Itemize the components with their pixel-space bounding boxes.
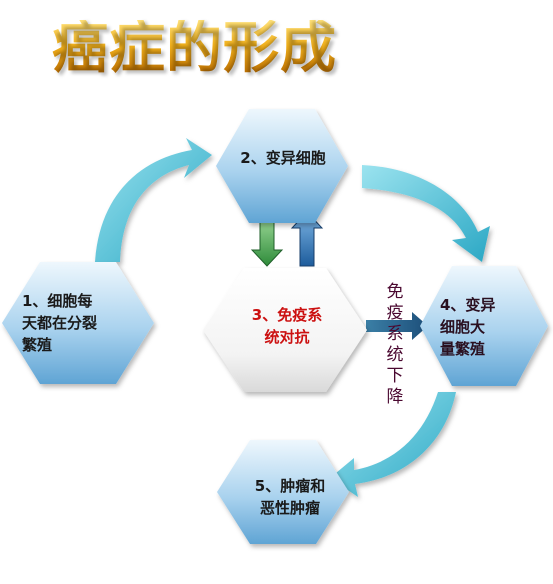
hex-node-4 <box>420 266 548 386</box>
node-5-line: 5、肿瘤和 <box>254 477 326 495</box>
arrow-4-to-5 <box>330 392 456 497</box>
node-3-label: 3、免疫系 统对抗 <box>232 304 342 348</box>
hex-node-5 <box>217 440 349 544</box>
node-2-line: 2、变异细胞 <box>240 149 326 167</box>
hex-node-3 <box>203 268 367 392</box>
node-5-label: 5、肿瘤和 恶性肿瘤 <box>235 475 345 519</box>
arrow-3-to-4 <box>366 312 428 340</box>
node-5-line: 恶性肿瘤 <box>259 499 320 517</box>
arrow-2-to-4 <box>362 165 490 262</box>
node-4-line: 细胞大 <box>440 318 486 336</box>
node-2-label: 2、变异细胞 <box>228 147 338 169</box>
immune-decline-label: 免疫系统下降 <box>386 282 404 407</box>
node-4-label: 4、变异 细胞大 量繁殖 <box>440 294 530 360</box>
node-3-line: 统对抗 <box>264 328 310 346</box>
page-title: 癌症的形成 <box>52 15 337 81</box>
arrow-1-to-2 <box>95 138 212 262</box>
hex-node-2 <box>216 109 348 223</box>
node-4-line: 量繁殖 <box>440 340 486 358</box>
node-1-label: 1、细胞每 天都在分裂 繁殖 <box>22 290 142 356</box>
hex-node-1 <box>2 262 154 384</box>
node-1-line: 天都在分裂 <box>22 314 98 332</box>
node-1-line: 1、细胞每 <box>22 292 93 310</box>
node-3-line: 3、免疫系 <box>251 306 323 324</box>
node-1-line: 繁殖 <box>22 336 53 354</box>
node-4-line: 4、变异 <box>440 296 496 314</box>
